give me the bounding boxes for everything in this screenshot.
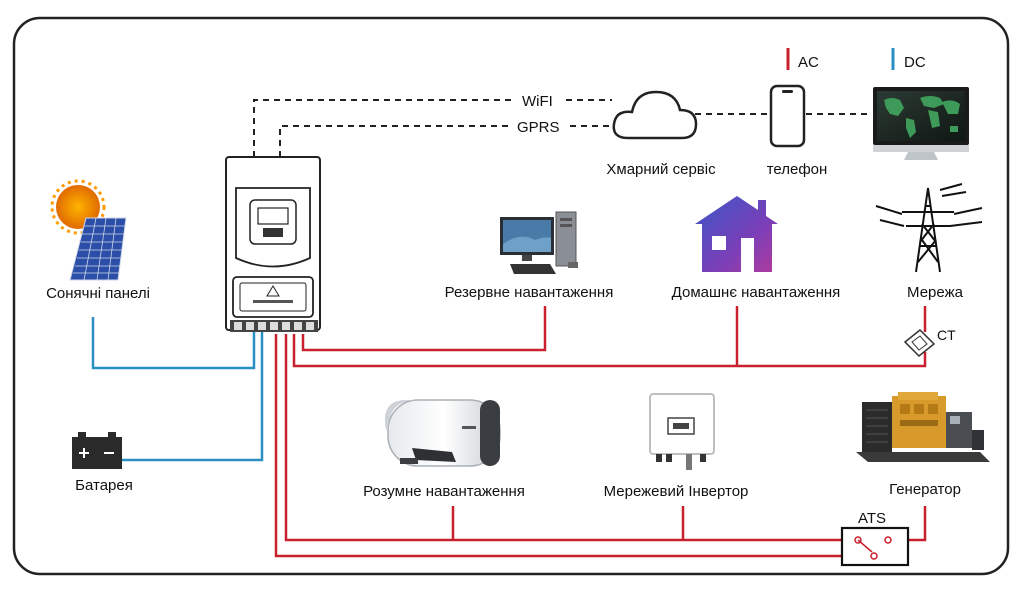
legend: AC DC	[786, 48, 926, 71]
cloud-icon	[612, 90, 698, 140]
solar-dc-wire	[91, 317, 256, 370]
current-transformer-icon	[903, 328, 936, 358]
grid-inverter-icon	[649, 393, 715, 470]
battery-icon	[72, 432, 122, 469]
monitor-world-map-icon	[873, 87, 969, 160]
smart-load-bus	[284, 334, 855, 542]
communication-lines	[253, 99, 868, 157]
home-load-label: Домашнє навантаження	[672, 284, 841, 301]
gprs-label: GPRS	[517, 119, 560, 136]
backup-load-wire	[301, 306, 547, 352]
ct-label: CT	[937, 327, 956, 343]
wifi-line	[253, 99, 515, 157]
solar-label: Сонячні панелі	[46, 285, 150, 302]
water-heater-icon	[384, 399, 501, 467]
grid-inverter-label: Мережевий Інвертор	[604, 483, 749, 500]
smart-load-label: Розумне навантаження	[363, 483, 525, 500]
ats-label: ATS	[858, 510, 886, 527]
generator-icon	[856, 392, 990, 462]
hybrid-inverter-icon	[225, 156, 321, 332]
power-tower-icon	[875, 183, 983, 273]
legend-dc-label: DC	[904, 54, 926, 71]
smartphone-icon	[769, 84, 806, 148]
generator-label: Генератор	[889, 481, 961, 498]
battery-label: Батарея	[75, 477, 133, 494]
grid-wire	[292, 334, 927, 368]
legend-ac-label: AC	[798, 54, 819, 71]
wifi-label: WiFI	[522, 93, 553, 110]
battery-dc-wire	[122, 332, 264, 462]
phone-label: телефон	[767, 161, 828, 178]
dc-wiring	[91, 317, 264, 462]
grid-label: Мережа	[907, 284, 964, 301]
cloud-label: Хмарний сервіс	[606, 161, 716, 178]
desktop-computer-icon	[500, 211, 578, 274]
solar-panel-icon	[50, 179, 127, 281]
ac-wiring	[274, 306, 927, 558]
backup-load-label: Резервне навантаження	[445, 284, 614, 301]
ats-box	[840, 526, 910, 567]
generator-bus	[274, 334, 868, 558]
house-icon	[695, 196, 778, 272]
